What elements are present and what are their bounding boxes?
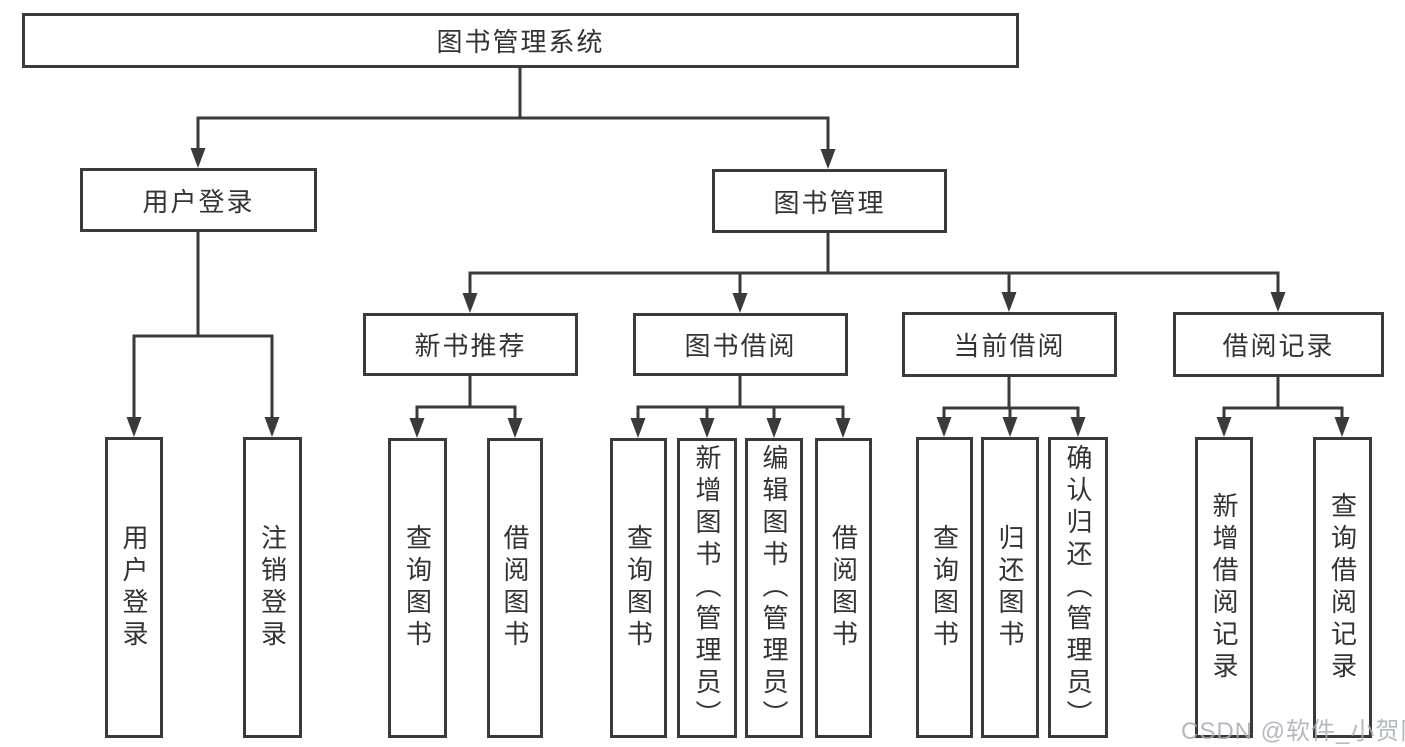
leaf-confirm-return-admin: 确认归还（管理员） [1048,437,1108,738]
leaf-logout: 注销登录 [243,437,302,738]
leaf-query-books-2: 查询图书 [610,438,667,738]
node-label: 用户登录 [142,186,255,217]
node-library-management-system: 图书管理系统 [22,13,1019,68]
leaf-label: 新增图书（管理员） [692,444,722,732]
node-user-login: 用户登录 [80,168,317,232]
node-book-borrowing: 图书借阅 [633,313,848,376]
leaf-label: 借阅图书 [500,524,530,652]
leaf-label: 确认归还（管理员） [1063,443,1093,732]
leaf-label: 新增借阅记录 [1209,491,1239,684]
leaf-label: 用户登录 [119,523,149,652]
arrow-heads [126,148,1350,438]
node-new-book-recommendation: 新书推荐 [363,313,578,376]
node-book-management: 图书管理 [712,169,947,233]
leaf-borrow-books-1: 借阅图书 [487,438,543,738]
leaf-label: 查询借阅记录 [1327,491,1358,684]
leaf-query-books-3: 查询图书 [916,437,973,738]
leaf-return-book: 归还图书 [981,437,1039,738]
leaf-edit-book-admin: 编辑图书（管理员） [745,438,803,738]
leaf-label: 借阅图书 [828,524,859,652]
leaf-label: 注销登录 [257,523,288,652]
leaf-label: 归还图书 [995,523,1025,652]
node-label: 新书推荐 [414,331,527,361]
leaf-borrow-books-2: 借阅图书 [815,438,872,738]
node-label: 图书管理 [773,187,886,218]
csdn-watermark: CSDN @软件_小贺同学 [1181,718,1405,745]
node-label: 图书管理系统 [436,27,605,57]
node-label: 图书借阅 [684,331,797,361]
leaf-add-borrow-record: 新增借阅记录 [1195,437,1253,738]
leaf-query-borrow-record: 查询借阅记录 [1313,437,1372,738]
node-label: 当前借阅 [953,331,1066,361]
node-label: 借阅记录 [1222,331,1335,361]
leaf-label: 查询图书 [929,523,960,652]
leaf-label: 查询图书 [623,524,654,652]
leaf-user-login: 用户登录 [105,437,163,738]
leaf-query-books-1: 查询图书 [388,438,447,738]
leaf-label: 编辑图书（管理员） [759,444,789,732]
leaf-add-book-admin: 新增图书（管理员） [677,438,737,738]
node-borrowing-records: 借阅记录 [1173,312,1384,377]
node-current-borrowing: 当前借阅 [902,312,1117,377]
leaf-label: 查询图书 [402,524,433,652]
